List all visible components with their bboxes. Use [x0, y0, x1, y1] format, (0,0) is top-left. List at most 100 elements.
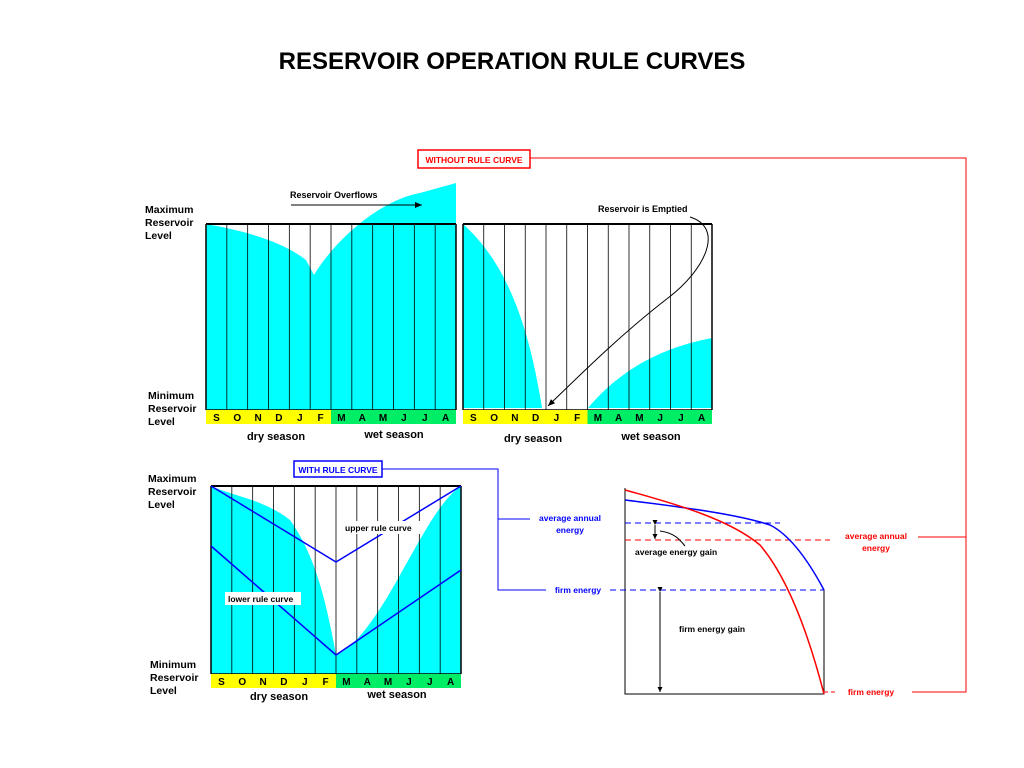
wet-season-bar	[336, 674, 461, 688]
max-level-label-top: Maximum Reservoir Level	[145, 204, 193, 242]
emptied-label: Reservoir is Emptied	[598, 204, 688, 214]
month-label: J	[406, 677, 412, 688]
month-label: O	[238, 677, 246, 688]
svg-text:Maximum: Maximum	[148, 473, 196, 485]
month-grid-emptied	[462, 224, 713, 410]
energy-chart: average energy gain firm energy gain ave…	[539, 488, 907, 697]
month-label: N	[511, 413, 518, 424]
month-label: J	[427, 677, 433, 688]
emptied-arrow	[547, 216, 709, 407]
svg-text:Level: Level	[148, 416, 175, 428]
svg-text:Minimum: Minimum	[148, 390, 194, 402]
wet-season-label-b: wet season	[620, 431, 681, 443]
month-label: F	[574, 413, 580, 424]
firm-energy-gain-label: firm energy gain	[679, 624, 745, 634]
upper-rule-curve-label: upper rule curve	[342, 521, 420, 534]
dry-season-label-a: dry season	[247, 431, 305, 443]
without-rule-curve-box: WITHOUT RULE CURVE	[417, 149, 531, 169]
firm-energy-blue-label: firm energy	[555, 585, 602, 595]
month-label: M	[379, 413, 387, 424]
svg-text:WITH RULE CURVE: WITH RULE CURVE	[298, 465, 378, 475]
month-label: N	[259, 677, 266, 688]
panel-overflow: S O N D J F M A M J J A Reservoir Overflows dry sea…	[205, 183, 457, 443]
dry-season-bar	[206, 410, 331, 424]
month-grid-rule	[210, 486, 462, 674]
with-rule-curve-box: WITH RULE CURVE	[293, 460, 383, 478]
upper-rule-curve-line	[210, 485, 462, 563]
dry-season-label-b: dry season	[504, 433, 562, 445]
month-label: J	[657, 413, 663, 424]
month-label: A	[698, 413, 705, 424]
overflow-label: Reservoir Overflows	[290, 190, 378, 200]
svg-text:Level: Level	[150, 685, 177, 697]
panel-with-rule-curve: upper rule curve lower rule curve S O N D J F…	[210, 485, 462, 703]
month-label: D	[275, 413, 282, 424]
svg-text:Reservoir: Reservoir	[148, 486, 196, 498]
wet-season-bar	[587, 410, 712, 424]
month-label: S	[470, 413, 477, 424]
blue-connector-line	[382, 468, 546, 591]
month-label: J	[554, 413, 560, 424]
month-label: O	[233, 413, 241, 424]
month-label: S	[213, 413, 220, 424]
month-label: O	[490, 413, 498, 424]
lower-rule-curve-line	[210, 545, 462, 656]
svg-text:upper rule curve: upper rule curve	[345, 523, 412, 533]
month-label: J	[422, 413, 428, 424]
month-label: A	[615, 413, 622, 424]
month-label: M	[337, 413, 345, 424]
panel-emptied: S O N D J F M A M J J A Reservoir is Emptied dry se…	[462, 204, 713, 445]
wet-season-label-a: wet season	[363, 429, 424, 441]
dry-season-bar	[211, 674, 336, 688]
month-label: A	[364, 677, 371, 688]
svg-text:WITHOUT RULE CURVE: WITHOUT RULE CURVE	[425, 155, 522, 165]
month-label: A	[359, 413, 366, 424]
svg-text:Level: Level	[148, 499, 175, 511]
average-energy-gain-label: average energy gain	[635, 547, 717, 557]
wet-season-label-c: wet season	[366, 689, 427, 701]
dry-season-bar	[463, 410, 588, 424]
dry-season-label-c: dry season	[250, 691, 308, 703]
month-label: N	[254, 413, 261, 424]
svg-text:Maximum: Maximum	[145, 204, 193, 216]
month-label: J	[302, 677, 308, 688]
svg-text:Reservoir: Reservoir	[150, 672, 198, 684]
month-label: M	[594, 413, 602, 424]
month-grid-overflow	[205, 224, 457, 410]
average-annual-energy-blue-label: average annual energy	[539, 513, 601, 535]
svg-text:Level: Level	[145, 230, 172, 242]
month-label: F	[323, 677, 329, 688]
month-label: J	[678, 413, 684, 424]
month-label: M	[342, 677, 350, 688]
average-energy-gain-pointer	[659, 530, 686, 547]
month-label: M	[384, 677, 392, 688]
month-label: A	[442, 413, 449, 424]
svg-text:Reservoir: Reservoir	[145, 217, 193, 229]
red-energy-curve	[624, 489, 825, 695]
average-annual-energy-red-label: average annual energy	[845, 531, 907, 553]
svg-text:Reservoir: Reservoir	[148, 403, 196, 415]
wet-season-bar	[331, 410, 456, 424]
month-label: D	[532, 413, 539, 424]
energy-chart-frame	[624, 488, 825, 695]
month-label: D	[280, 677, 287, 688]
month-label: F	[318, 413, 324, 424]
svg-text:energy: energy	[556, 525, 584, 535]
month-label: A	[447, 677, 454, 688]
month-label: J	[297, 413, 303, 424]
blue-energy-curve	[624, 499, 825, 591]
max-level-label-bottom: Maximum Reservoir Level	[148, 473, 196, 511]
month-label: M	[635, 413, 643, 424]
min-level-label-top: Minimum Reservoir Level	[148, 390, 196, 428]
month-label: S	[218, 677, 225, 688]
min-level-label-bottom: Minimum Reservoir Level	[150, 659, 198, 697]
svg-text:average annual: average annual	[845, 531, 907, 541]
svg-text:average annual: average annual	[539, 513, 601, 523]
lower-rule-curve-label: lower rule curve	[225, 592, 301, 605]
svg-text:Minimum: Minimum	[150, 659, 196, 671]
month-label: J	[401, 413, 407, 424]
svg-text:lower rule curve: lower rule curve	[228, 594, 293, 604]
page-title: RESERVOIR OPERATION RULE CURVES	[278, 48, 746, 75]
red-connector-line	[530, 157, 967, 693]
